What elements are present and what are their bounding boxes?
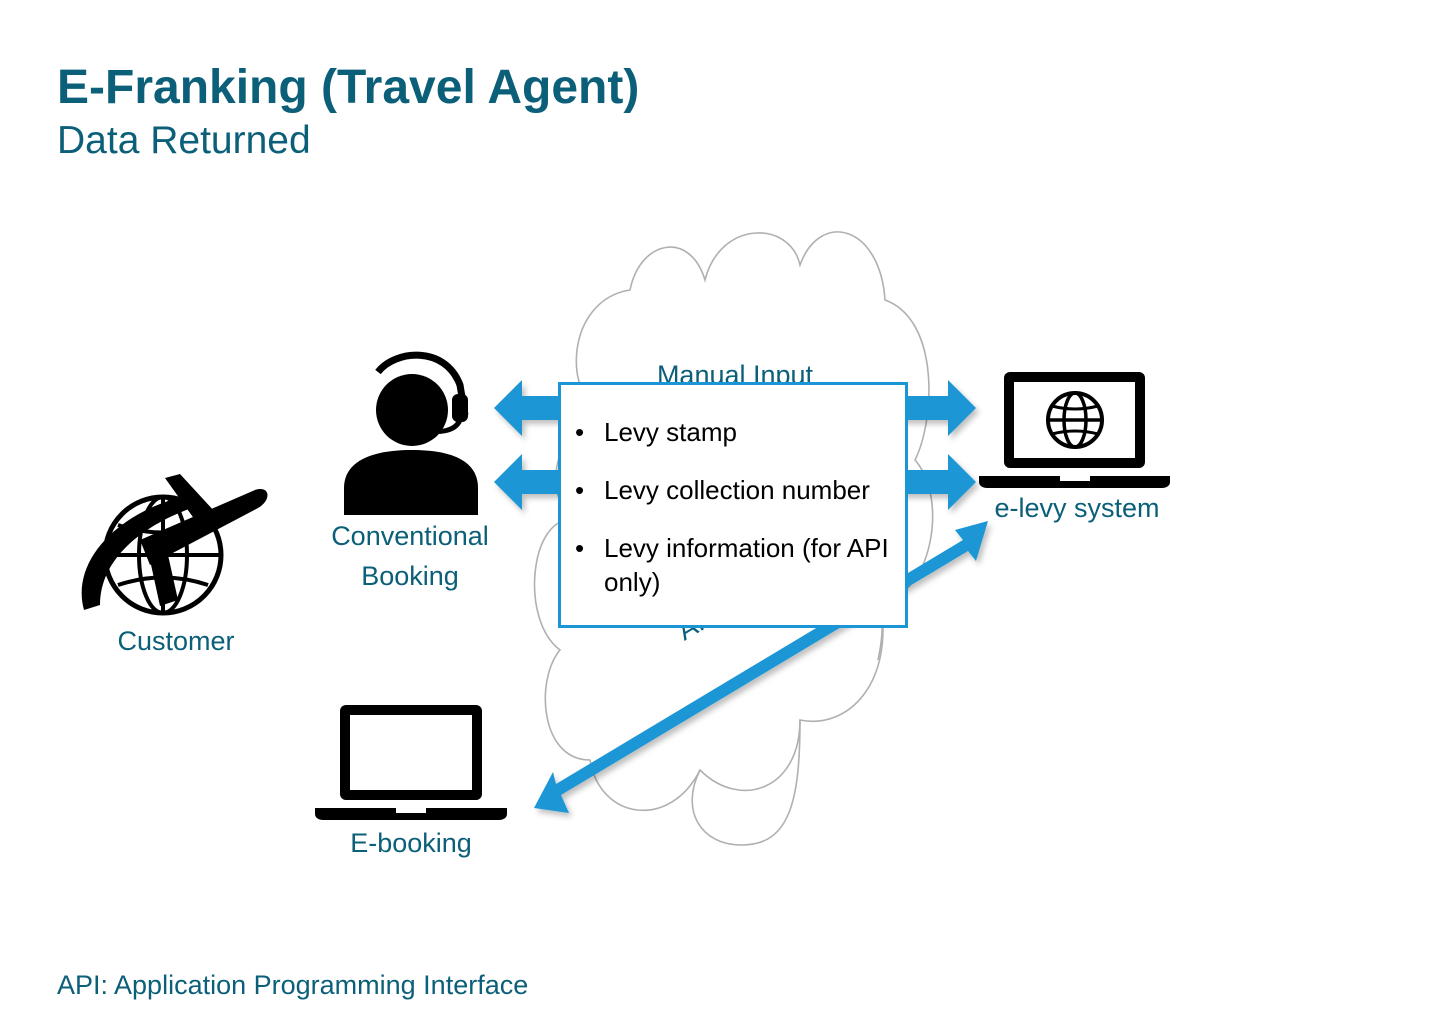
headset-agent-icon (344, 351, 478, 515)
list-item: Levy stamp (575, 415, 891, 449)
page-subtitle: Data Returned (57, 119, 311, 162)
conventional-booking-label-line1: Conventional (331, 521, 489, 551)
customer-label: Customer (117, 626, 235, 656)
page-title: E-Franking (Travel Agent) (57, 61, 640, 114)
list-item: Levy information (for API only) (575, 531, 891, 599)
e-levy-system-label: e-levy system (994, 493, 1160, 523)
conventional-booking-label: Conventional Booking (310, 516, 510, 596)
airplane-globe-icon (81, 474, 268, 616)
laptop-globe-icon (979, 372, 1170, 488)
e-booking-label: E-booking (350, 828, 472, 858)
data-returned-list: Levy stamp Levy collection number Levy i… (561, 385, 905, 599)
laptop-icon (315, 705, 507, 820)
footnote: API: Application Programming Interface (57, 970, 529, 1000)
list-item: Levy collection number (575, 473, 891, 507)
conventional-booking-label-line2: Booking (361, 561, 459, 591)
data-returned-box: Levy stamp Levy collection number Levy i… (558, 382, 908, 628)
